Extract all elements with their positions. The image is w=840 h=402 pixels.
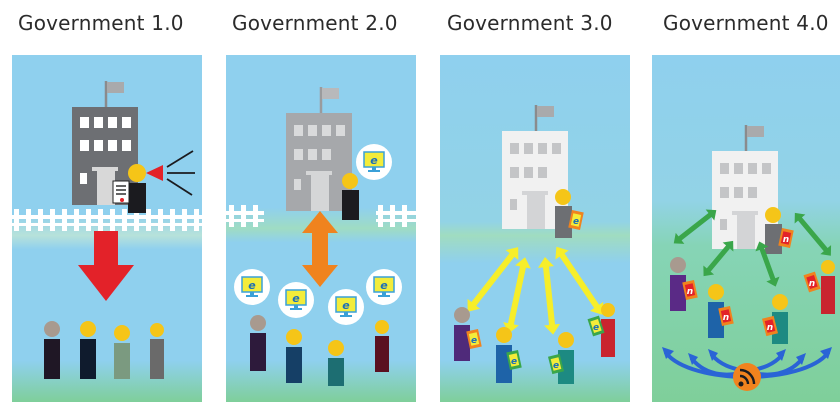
citizen xyxy=(670,257,686,311)
citizen xyxy=(558,332,574,384)
svg-text:e: e xyxy=(292,292,300,305)
citizen xyxy=(44,321,60,379)
phone-icon: e xyxy=(466,328,482,350)
citizen xyxy=(150,323,164,379)
panel-title-gov3: Government 3.0 xyxy=(447,11,613,35)
phone-icon: n xyxy=(682,279,698,301)
wireless-signal-icon xyxy=(733,363,761,391)
phone-icon: n xyxy=(718,305,734,327)
citizens xyxy=(250,315,389,386)
citizen xyxy=(772,294,788,344)
building-icon xyxy=(286,113,352,211)
svg-text:e: e xyxy=(248,279,256,292)
double-arrow-icon xyxy=(302,211,338,287)
citizen xyxy=(375,320,389,372)
panel-gov4: n n n n n xyxy=(652,55,840,402)
monitor-e-icon: e xyxy=(366,269,402,305)
citizen xyxy=(114,325,130,379)
panel-gov3: e e e e e xyxy=(440,55,630,402)
monitor-e-icon: e xyxy=(328,289,364,325)
svg-text:n: n xyxy=(723,313,729,323)
double-arrow-icon xyxy=(673,209,832,287)
double-arrow-icon xyxy=(467,246,604,335)
svg-text:e: e xyxy=(342,299,350,312)
phone-icon: e xyxy=(506,349,522,371)
monitor-e-icon: e xyxy=(356,144,392,180)
connection-arrowheads xyxy=(662,347,832,365)
citizen xyxy=(286,329,302,383)
phone-icon: e xyxy=(568,209,584,231)
citizen xyxy=(601,303,615,357)
citizens: e e e e xyxy=(454,303,615,384)
flag-icon xyxy=(104,81,124,107)
citizen xyxy=(328,340,344,386)
svg-text:e: e xyxy=(380,279,388,292)
svg-text:e: e xyxy=(573,217,579,227)
monitor-e-icon: e xyxy=(278,282,314,318)
svg-text:n: n xyxy=(809,279,815,289)
citizens: n n n n xyxy=(670,257,835,344)
panel-title-gov4: Government 4.0 xyxy=(663,11,829,35)
svg-text:e: e xyxy=(553,361,559,371)
phone-icon: n xyxy=(762,315,778,337)
document-icon xyxy=(112,180,130,204)
flag-icon xyxy=(534,105,554,131)
citizens xyxy=(44,321,164,379)
down-arrow-icon xyxy=(78,231,134,301)
citizen xyxy=(454,307,470,361)
official-person xyxy=(112,150,195,213)
svg-text:e: e xyxy=(593,323,599,333)
panel-title-gov1: Government 1.0 xyxy=(18,11,184,35)
phone-icon: n xyxy=(803,271,821,293)
flag-icon xyxy=(319,87,339,113)
megaphone-icon xyxy=(146,150,195,196)
phone-icon: n xyxy=(778,227,794,249)
svg-text:n: n xyxy=(687,287,693,297)
citizen xyxy=(250,315,266,371)
official-person: n xyxy=(765,207,794,254)
official-person: e xyxy=(555,189,584,238)
svg-text:n: n xyxy=(767,323,773,333)
monitor-e-icon: e xyxy=(234,269,270,305)
panel-title-gov2: Government 2.0 xyxy=(232,11,398,35)
citizen xyxy=(80,321,96,379)
phone-icon: e xyxy=(587,315,605,337)
svg-text:e: e xyxy=(471,336,477,346)
svg-text:e: e xyxy=(511,357,517,367)
panel-gov1 xyxy=(12,55,202,402)
building-icon xyxy=(72,107,138,205)
official-person xyxy=(342,173,359,220)
svg-text:n: n xyxy=(783,235,789,245)
svg-text:e: e xyxy=(370,154,378,167)
flag-icon xyxy=(744,125,764,151)
citizen xyxy=(821,260,835,314)
panel-gov2: e e e xyxy=(226,55,416,402)
fence xyxy=(226,205,416,227)
fence xyxy=(12,209,202,231)
phone-icon: e xyxy=(548,353,564,375)
